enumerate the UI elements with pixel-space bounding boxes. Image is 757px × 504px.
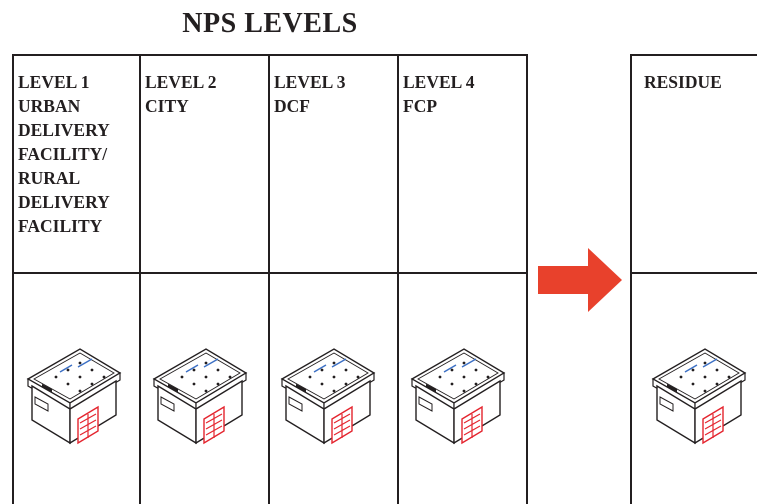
residue-label: RESIDUE (644, 70, 722, 94)
level-1-line: FACILITY (18, 216, 103, 236)
level-1-line: DELIVERY (18, 192, 110, 212)
level-1-line: URBAN (18, 96, 81, 116)
level-3-line: DCF (274, 96, 310, 116)
level-2-line: CITY (145, 96, 189, 116)
residue-line: RESIDUE (644, 72, 722, 92)
level-1-line: LEVEL 1 (18, 72, 90, 92)
residue-column: RESIDUE (630, 54, 757, 504)
mail-tray-icon (153, 348, 247, 444)
level-4-label: LEVEL 4 FCP (403, 70, 475, 118)
level-1-line: RURAL (18, 168, 81, 188)
page-title: NPS LEVELS (182, 8, 358, 39)
level-2-label: LEVEL 2 CITY (145, 70, 217, 118)
level-4-column: LEVEL 4 FCP (397, 54, 528, 504)
level-1-line: DELIVERY (18, 120, 110, 140)
level-3-column: LEVEL 3 DCF (268, 54, 397, 504)
level-4-line: LEVEL 4 (403, 72, 475, 92)
level-1-label: LEVEL 1 URBAN DELIVERY FACILITY/ RURAL D… (18, 70, 110, 238)
level-3-line: LEVEL 3 (274, 72, 346, 92)
mail-tray-icon (411, 348, 505, 444)
table-row-divider (12, 272, 528, 274)
level-1-column: LEVEL 1 URBAN DELIVERY FACILITY/ RURAL D… (12, 54, 139, 504)
residue-row-divider (630, 272, 757, 274)
level-2-column: LEVEL 2 CITY (139, 54, 268, 504)
mail-tray-icon (27, 348, 121, 444)
level-2-line: LEVEL 2 (145, 72, 217, 92)
right-arrow-icon (538, 248, 622, 312)
residue-top-border (630, 54, 757, 56)
mail-tray-icon (281, 348, 375, 444)
table-top-border (12, 54, 528, 56)
level-4-line: FCP (403, 96, 438, 116)
level-1-line: FACILITY/ (18, 144, 108, 164)
level-3-label: LEVEL 3 DCF (274, 70, 346, 118)
mail-tray-icon (652, 348, 746, 444)
